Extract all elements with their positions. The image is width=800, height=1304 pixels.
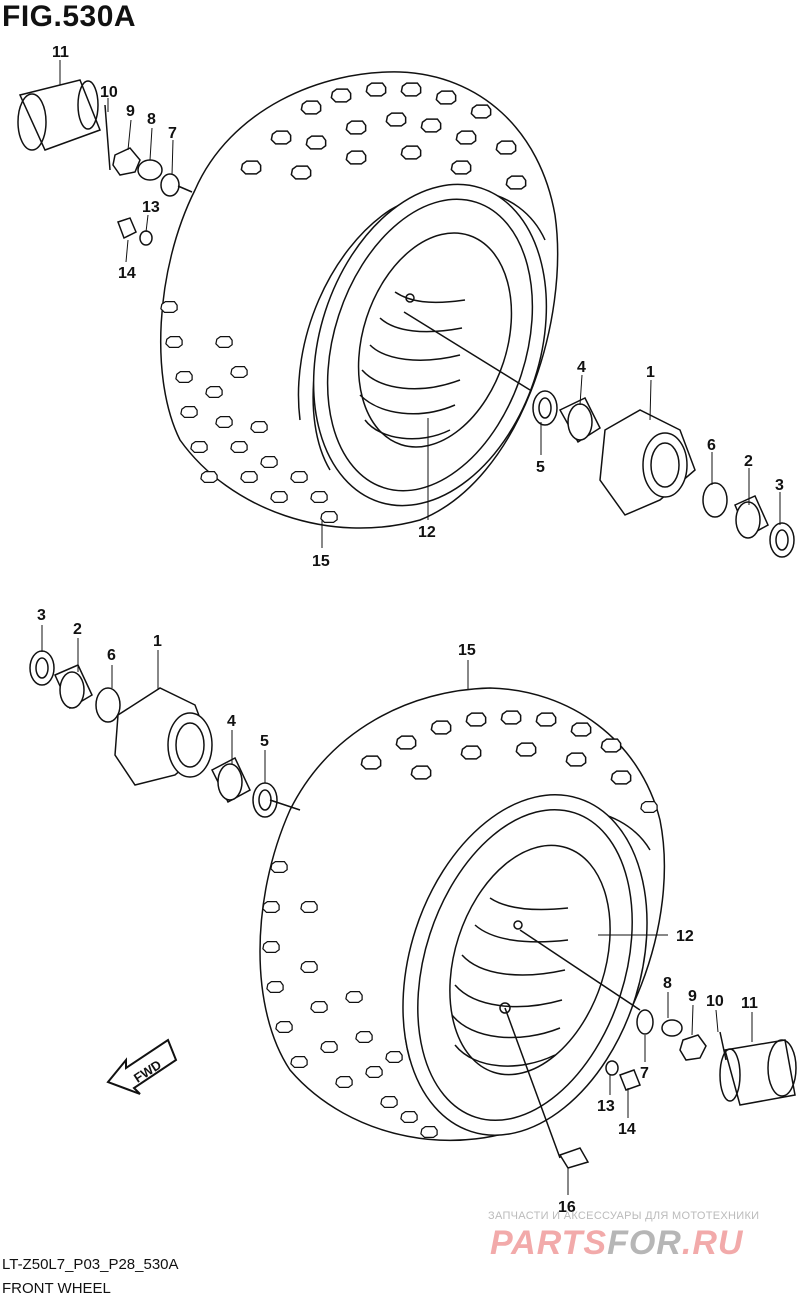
bottom-axle-parts	[269, 799, 797, 1169]
callout-7: 7	[640, 1065, 649, 1082]
top-hub	[532, 390, 795, 558]
callout-6: 6	[707, 437, 716, 454]
callout-8: 8	[663, 975, 672, 992]
callout-13: 13	[142, 199, 160, 216]
callout-4: 4	[577, 359, 586, 376]
watermark-logo-accent: FOR	[607, 1224, 682, 1262]
watermark-logo: PARTSFOR.RU	[490, 1224, 743, 1263]
callout-10: 10	[706, 993, 724, 1010]
callout-14: 14	[618, 1121, 636, 1138]
callout-13: 13	[597, 1098, 615, 1115]
callout-3: 3	[775, 477, 784, 494]
watermark-caption: ЗАПЧАСТИ И АКСЕССУАРЫ ДЛЯ МОТОТЕХНИКИ	[488, 1210, 760, 1222]
figure-title: FIG.530A	[2, 0, 137, 33]
callout-14: 14	[118, 265, 136, 282]
fwd-direction-arrow: FWD	[106, 1038, 178, 1095]
callout-11: 11	[741, 995, 758, 1012]
top-wheel-rim	[312, 183, 548, 507]
callout-15: 15	[312, 553, 330, 570]
watermark-logo-main: PARTS	[490, 1224, 608, 1262]
top-callouts: 11 10 9 8 7 13 14 4 1 5 6 2 3 12 15	[52, 44, 784, 570]
top-axle-parts	[17, 79, 531, 391]
callout-3: 3	[37, 607, 46, 624]
callout-5: 5	[260, 733, 269, 750]
callout-1: 1	[153, 633, 162, 650]
callout-2: 2	[744, 453, 753, 470]
callout-10: 10	[100, 84, 118, 101]
callout-8: 8	[147, 111, 156, 128]
callout-7: 7	[168, 125, 177, 142]
callout-9: 9	[688, 988, 697, 1005]
callout-1: 1	[646, 364, 655, 381]
top-leader-lines	[59, 60, 781, 548]
callout-15: 15	[458, 642, 476, 659]
bottom-hub	[29, 650, 278, 818]
model-code: LT-Z50L7_P03_P28_530A	[2, 1256, 179, 1273]
callout-5: 5	[536, 459, 545, 476]
callout-6: 6	[107, 647, 116, 664]
bottom-leader-lines	[41, 625, 753, 1195]
watermark-logo-tail: .RU	[681, 1224, 744, 1262]
callout-11: 11	[52, 44, 69, 61]
callout-9: 9	[126, 103, 135, 120]
callout-12: 12	[418, 524, 436, 541]
bottom-wheel-rim	[402, 794, 648, 1136]
bottom-callouts: 3 2 6 1 4 5 15 12 8 9 10 11 7 13 14 16	[37, 607, 758, 1216]
figure-name: FRONT WHEEL	[2, 1280, 111, 1297]
callout-4: 4	[227, 713, 236, 730]
callout-2: 2	[73, 621, 82, 638]
callout-12: 12	[676, 928, 694, 945]
callout-16: 16	[558, 1199, 576, 1216]
